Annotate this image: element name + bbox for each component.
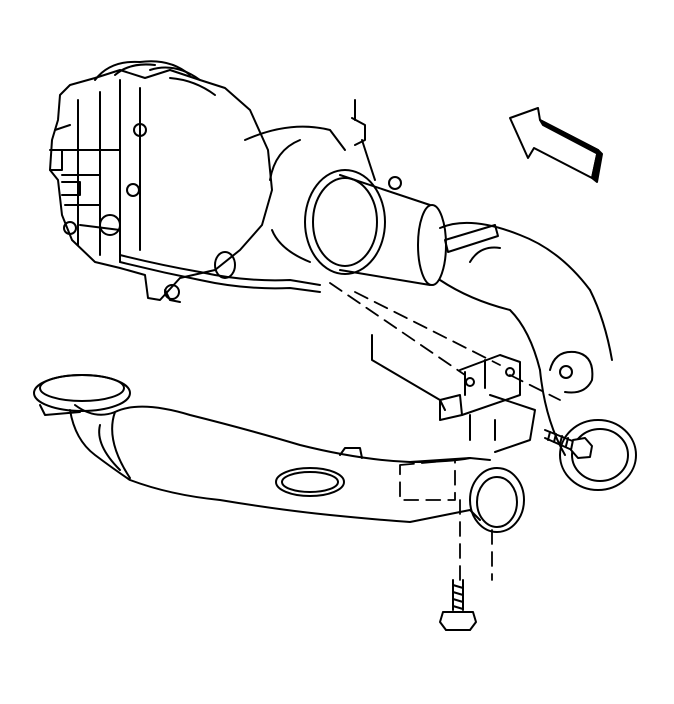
- hanger-bolt: [544, 429, 593, 459]
- exhaust-manifold: [304, 169, 637, 491]
- engine-block: [49, 60, 346, 301]
- mounting-bolt: [439, 579, 477, 631]
- alignment-lines: [329, 282, 561, 581]
- hanger-bracket: [371, 334, 536, 453]
- wire-harness: [119, 251, 321, 303]
- exhaust-pipe: [33, 374, 525, 533]
- oxygen-sensor: [351, 99, 402, 190]
- front-direction-arrow: [509, 107, 603, 183]
